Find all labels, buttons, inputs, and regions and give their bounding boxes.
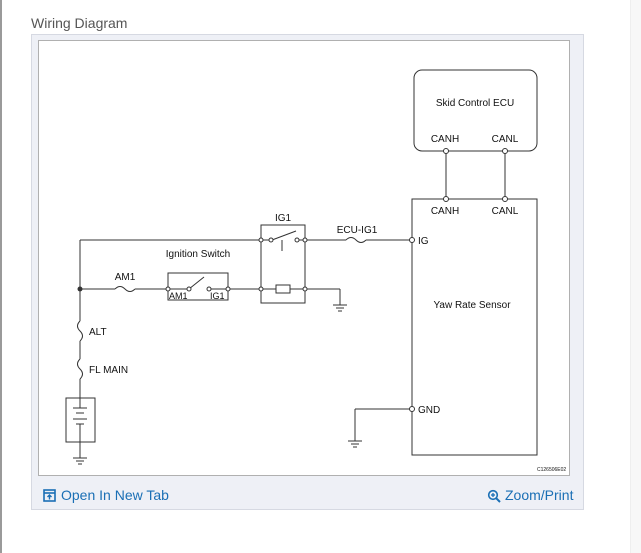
- open-new-tab-icon: [43, 488, 56, 502]
- ecu-canh-label: CANH: [431, 134, 459, 145]
- yaw-rate-sensor-box: [411, 198, 538, 456]
- ecu-ig1-fuse-label: ECU-IG1: [337, 225, 378, 236]
- alt-fusible-label: ALT: [89, 327, 107, 338]
- ig1-relay-box: [260, 224, 306, 304]
- skid-control-ecu-label: Skid Control ECU: [436, 98, 514, 109]
- skid-control-ecu-box: [413, 69, 538, 152]
- am1-fuse-label: AM1: [115, 272, 136, 283]
- zoom-print-link[interactable]: Zoom/Print: [487, 487, 573, 503]
- sensor-ig-label: IG: [418, 236, 429, 247]
- open-in-new-tab-label: Open In New Tab: [61, 487, 169, 503]
- yaw-rate-sensor-label: Yaw Rate Sensor: [433, 300, 511, 311]
- ig1-relay-label: IG1: [275, 213, 292, 224]
- ecu-canl-label: CANL: [492, 134, 519, 145]
- ignition-switch-am1-pin: AM1: [169, 291, 188, 301]
- figure-code: C126506E02: [537, 467, 566, 473]
- zoom-icon: [487, 489, 501, 503]
- zoom-print-label: Zoom/Print: [505, 487, 574, 503]
- ignition-switch-ig1-pin: IG1: [210, 291, 225, 301]
- sensor-canh-label: CANH: [431, 206, 459, 217]
- sensor-gnd-label: GND: [418, 405, 440, 416]
- open-in-new-tab-link[interactable]: Open In New Tab: [43, 487, 169, 503]
- ignition-switch-label: Ignition Switch: [166, 249, 230, 260]
- wiring-diagram: Skid Control ECU CANH CANL CANH CANL IG …: [38, 40, 570, 476]
- section-heading: Wiring Diagram: [31, 15, 128, 31]
- page-scroll-gutter: [630, 0, 641, 553]
- page-left-border: [0, 0, 2, 553]
- wiring-diagram-drawing: Skid Control ECU CANH CANL CANH CANL IG …: [65, 69, 566, 473]
- fl-main-fusible-label: FL MAIN: [89, 365, 128, 376]
- sensor-canl-label: CANL: [492, 206, 519, 217]
